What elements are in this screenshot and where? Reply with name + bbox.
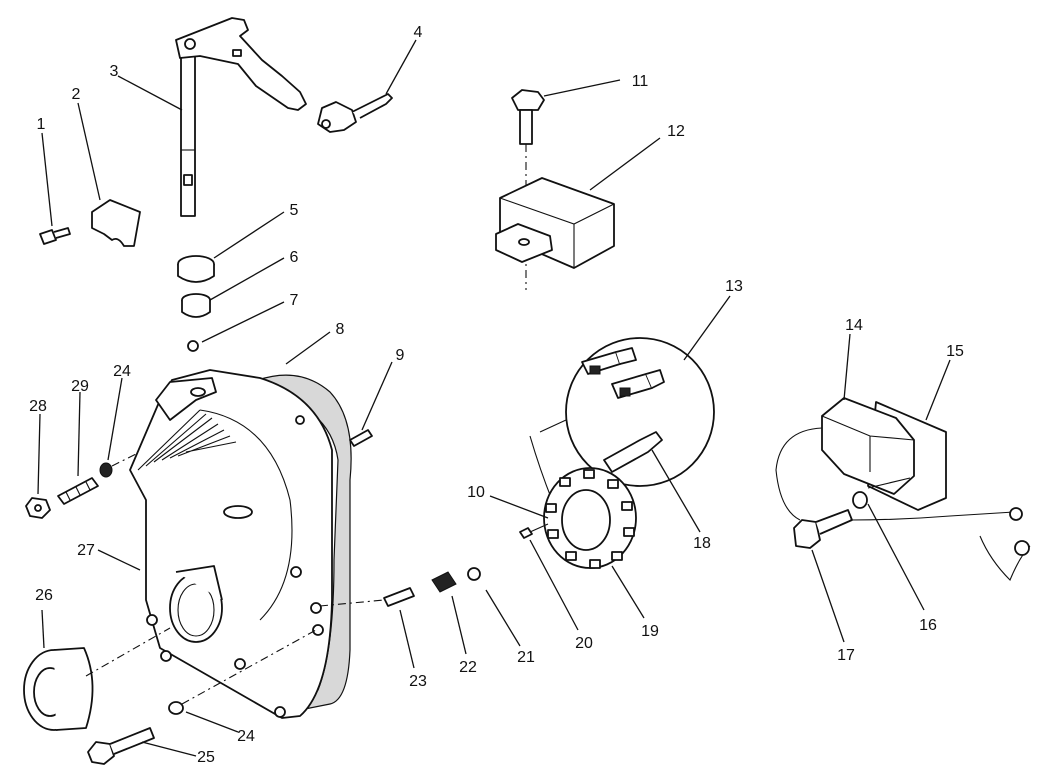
callout-8: 8 xyxy=(336,321,345,338)
callout-12: 12 xyxy=(667,123,685,140)
seal-ring-part xyxy=(23,627,171,731)
callout-22: 22 xyxy=(459,659,477,676)
linkage-clip-part xyxy=(317,93,393,133)
bushing-parts xyxy=(177,255,215,352)
rectifier-assembly-part xyxy=(775,397,1031,581)
callout-18: 18 xyxy=(693,535,711,552)
callout-7: 7 xyxy=(290,292,299,309)
stator-part xyxy=(519,435,637,569)
callout-13: 13 xyxy=(725,278,743,295)
cover-housing-part xyxy=(129,369,352,719)
pin-part-9 xyxy=(349,429,373,447)
bracket-plate-part xyxy=(91,199,141,247)
callout-28: 28 xyxy=(29,398,47,415)
callout-17: 17 xyxy=(837,647,855,664)
lower-bolt-part xyxy=(87,629,317,765)
callout-26: 26 xyxy=(35,587,53,604)
stud-cap-clip-part xyxy=(319,567,481,607)
callout-27: 27 xyxy=(77,542,95,559)
callout-6: 6 xyxy=(290,249,299,266)
callout-20: 20 xyxy=(575,635,593,652)
shaft-arm-part xyxy=(175,17,307,217)
callout-21: 21 xyxy=(517,649,535,666)
left-fasteners-part xyxy=(25,453,137,519)
terminal-detail-circle xyxy=(539,337,715,487)
callout-24-lower: 24 xyxy=(237,728,255,745)
callout-25: 25 xyxy=(197,749,215,766)
screw-part-1 xyxy=(39,227,71,245)
callout-labels: 1 2 3 4 5 6 7 8 9 10 11 12 13 14 15 16 1… xyxy=(29,24,964,766)
callout-15: 15 xyxy=(946,343,964,360)
callout-16: 16 xyxy=(919,617,937,634)
module-bolt-part xyxy=(495,89,615,290)
callout-24-upper: 24 xyxy=(113,363,131,380)
callout-23: 23 xyxy=(409,673,427,690)
callout-14: 14 xyxy=(845,317,863,334)
callout-5: 5 xyxy=(290,202,299,219)
callout-11: 11 xyxy=(632,73,649,90)
leader-lines xyxy=(37,39,951,757)
callout-1: 1 xyxy=(37,116,46,133)
callout-29: 29 xyxy=(71,378,89,395)
callout-3: 3 xyxy=(110,63,119,80)
callout-2: 2 xyxy=(72,86,81,103)
callout-19: 19 xyxy=(641,623,659,640)
callout-9: 9 xyxy=(396,347,405,364)
callout-10: 10 xyxy=(467,484,485,501)
callout-4: 4 xyxy=(414,24,423,41)
